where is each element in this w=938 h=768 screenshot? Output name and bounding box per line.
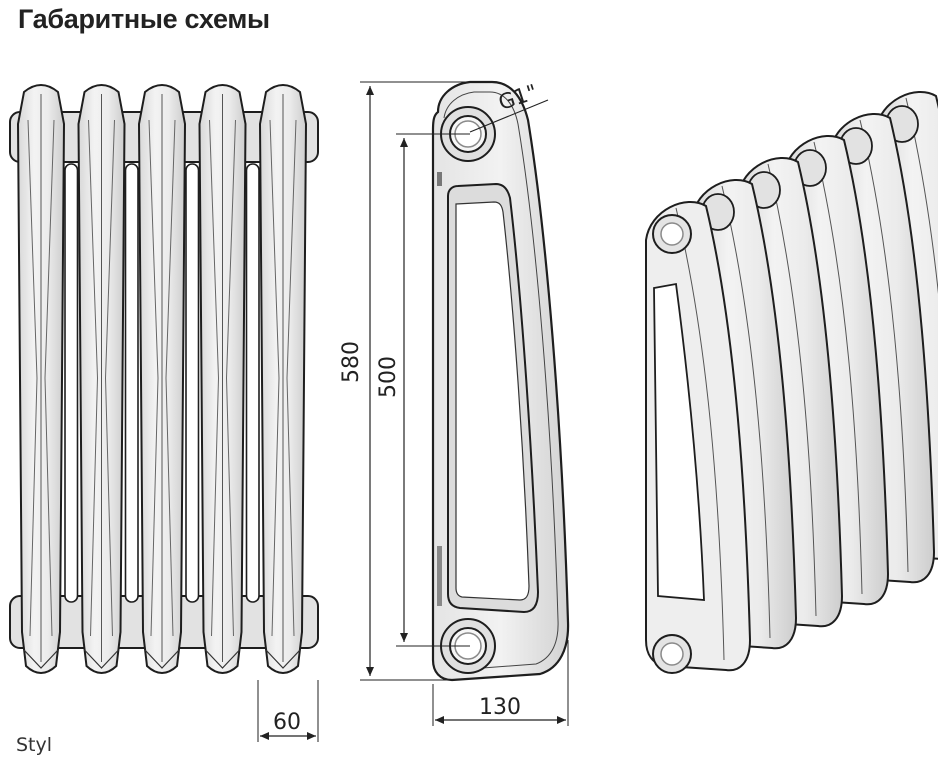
front-width-dimension: 60	[257, 680, 319, 742]
depth-label: 130	[479, 695, 521, 720]
side-emboss-mark-top	[437, 172, 442, 186]
isometric-view	[645, 91, 938, 674]
front-fin-gap	[245, 163, 260, 603]
overall-height-label: 580	[339, 341, 364, 383]
iso-section-ridge	[813, 141, 863, 595]
iso-section-ridge	[905, 97, 938, 295]
front-view: 60	[9, 84, 319, 742]
side-window-inner	[455, 201, 530, 601]
axis-distance-dimension: 500	[376, 133, 470, 647]
iso-bottom-port-bore	[660, 642, 684, 666]
front-fin-taper	[209, 119, 236, 637]
iso-top-port-bore	[660, 222, 684, 246]
iso-front-window	[653, 282, 705, 601]
page-title: Габаритные схемы	[18, 4, 270, 34]
side-emboss-mark-bottom	[437, 546, 442, 606]
side-view: 580 500 130 G1"	[339, 80, 570, 726]
depth-dimension: 130	[432, 640, 569, 726]
iso-section-ridge	[767, 163, 817, 617]
iso-section-ridge	[721, 185, 771, 639]
axis-distance-label: 500	[376, 356, 401, 398]
front-fin-chevron	[144, 649, 180, 669]
front-fin-taper	[88, 119, 115, 637]
front-fin-chevron	[23, 649, 59, 669]
model-name: Styl	[16, 734, 53, 756]
front-fin-taper	[269, 119, 297, 637]
overall-height-dimension: 580	[339, 81, 470, 681]
iso-section-ridge	[675, 207, 725, 661]
side-bevel-line	[443, 91, 559, 671]
front-fin-taper	[148, 119, 176, 637]
front-fin-gap	[124, 163, 139, 603]
front-fin-chevron	[84, 649, 119, 669]
front-fin-gap	[64, 163, 79, 603]
front-fin-taper	[27, 119, 55, 637]
front-fin-chevron	[265, 649, 301, 669]
section-width-label: 60	[273, 710, 301, 735]
iso-section-ridge	[859, 119, 909, 573]
front-fin-gap	[185, 163, 200, 603]
front-fin-chevron	[205, 649, 240, 669]
